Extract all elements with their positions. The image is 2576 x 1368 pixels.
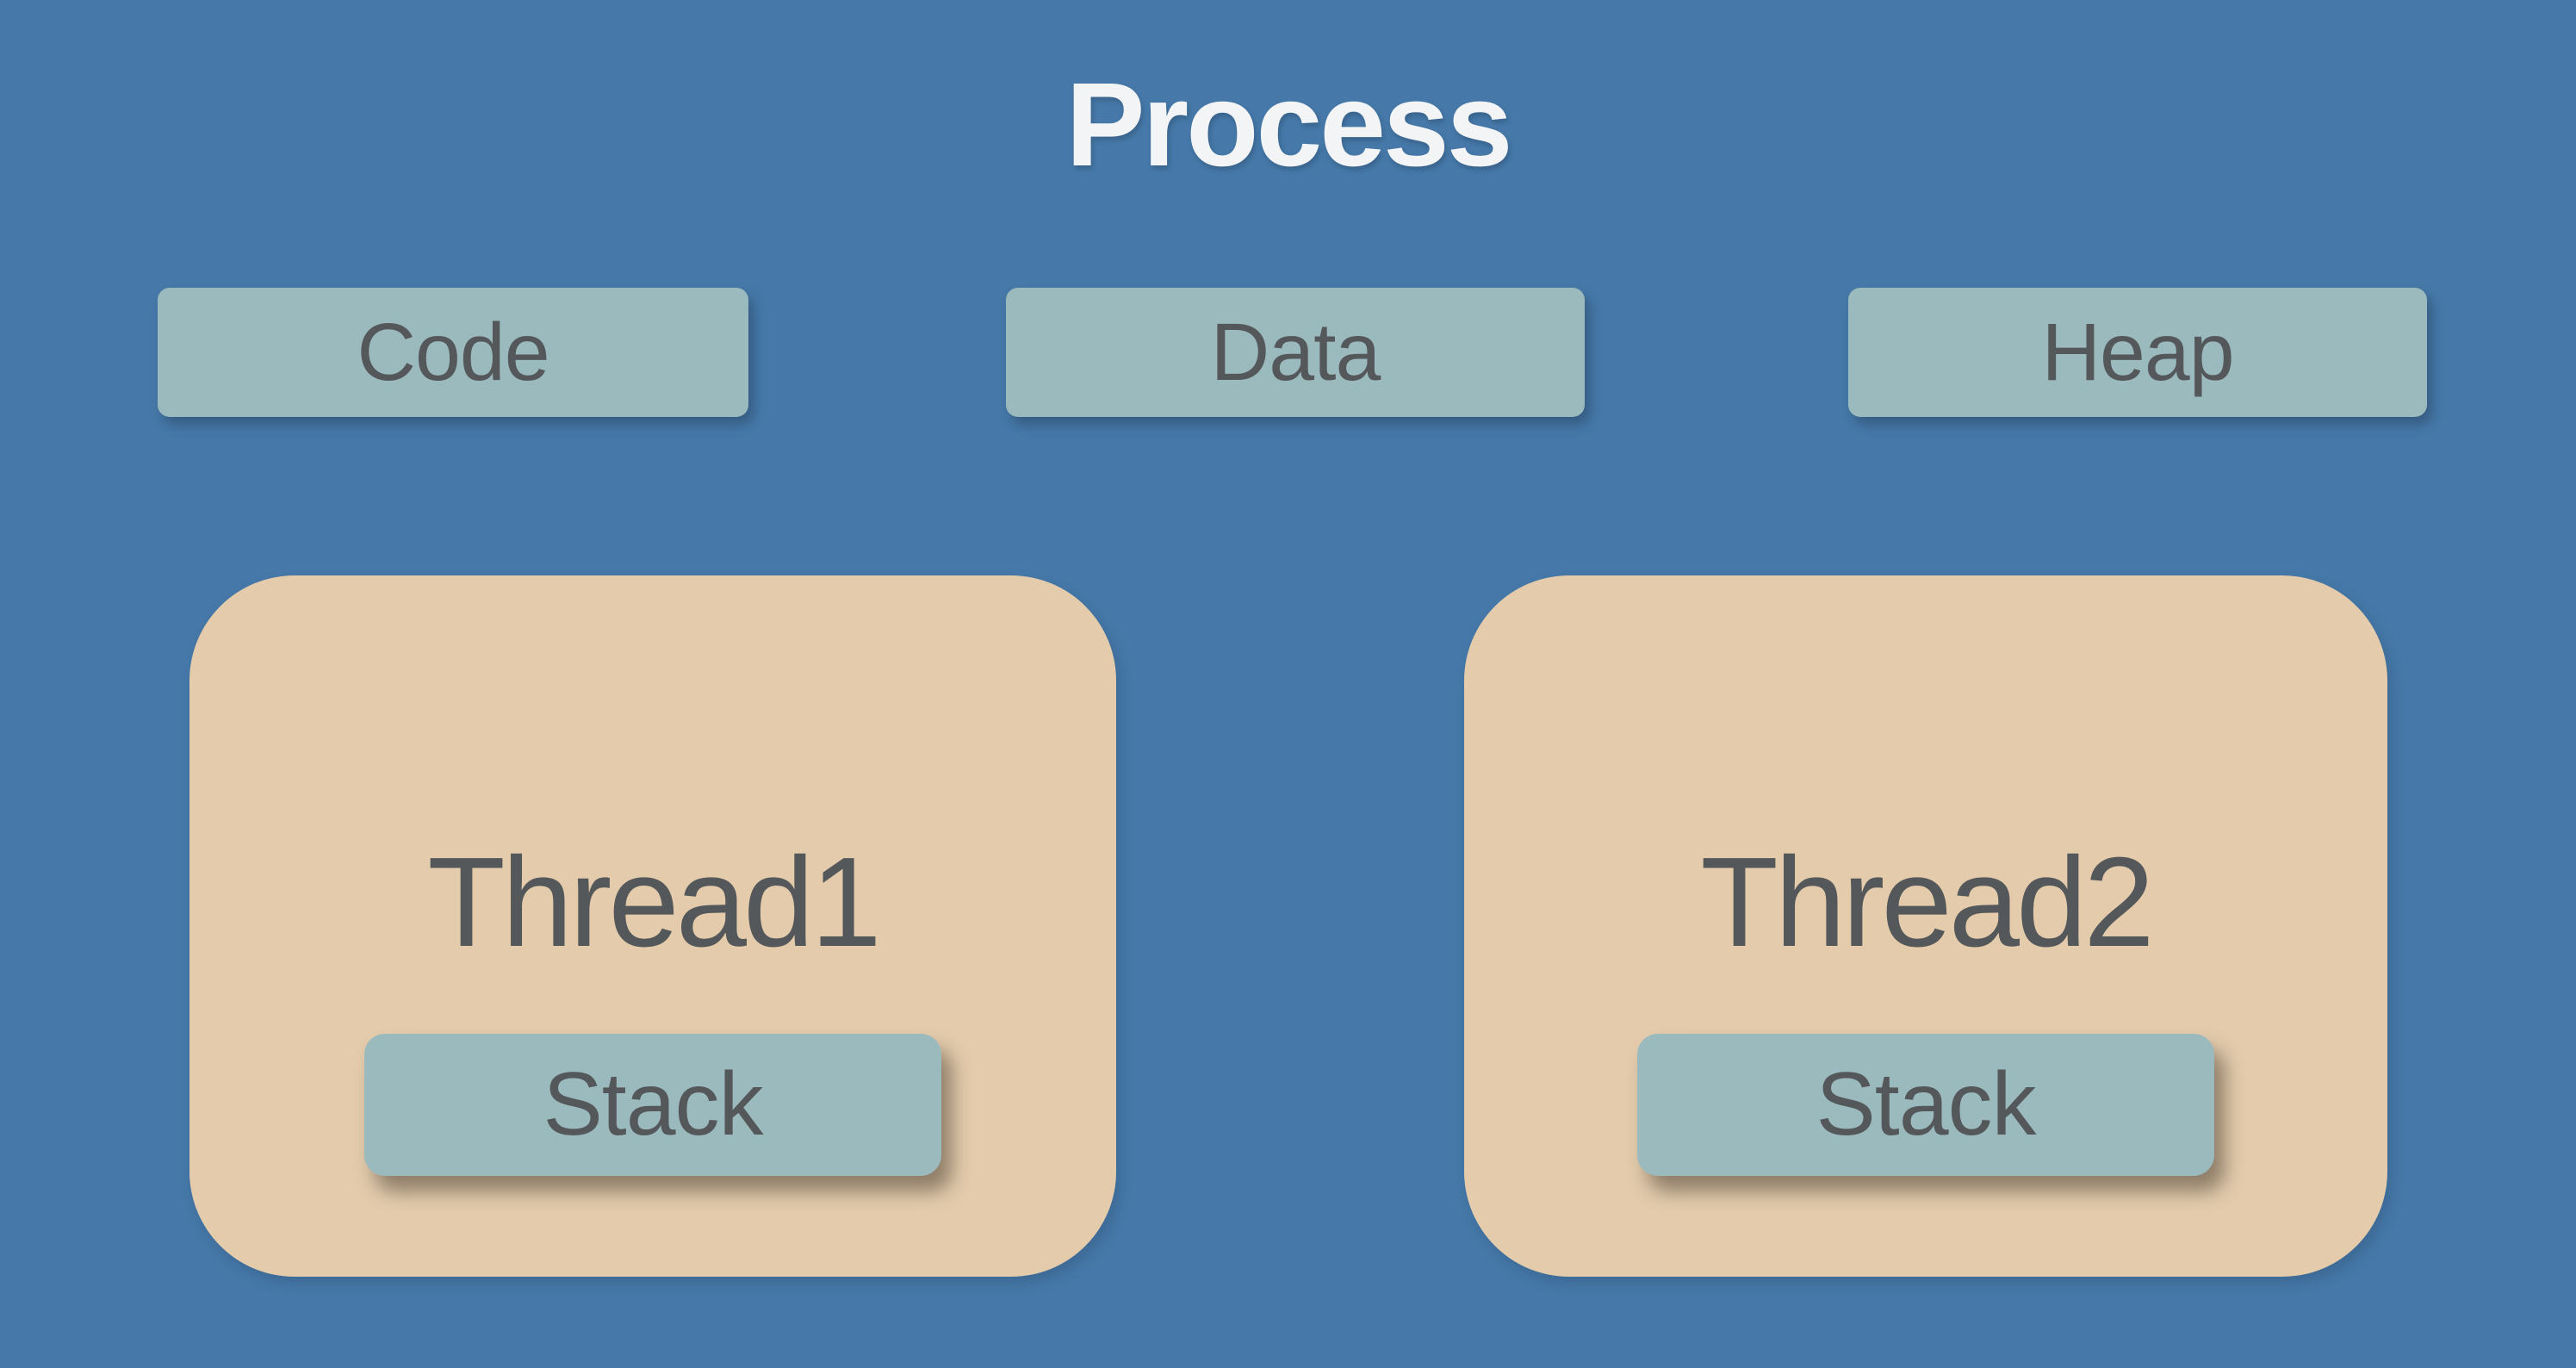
thread1-label: Thread1 bbox=[427, 831, 881, 973]
heap-section-box: Heap bbox=[1848, 288, 2427, 417]
code-section-label: Code bbox=[357, 306, 549, 398]
thread1-panel: Thread1 Stack bbox=[189, 575, 1116, 1277]
thread2-panel: Thread2 Stack bbox=[1464, 575, 2387, 1277]
thread2-label: Thread2 bbox=[1700, 831, 2154, 973]
data-section-label: Data bbox=[1210, 306, 1381, 398]
heap-section-label: Heap bbox=[2041, 306, 2234, 398]
code-section-box: Code bbox=[158, 288, 748, 417]
thread1-stack-box: Stack bbox=[364, 1034, 941, 1176]
thread1-stack-label: Stack bbox=[543, 1054, 763, 1154]
thread2-stack-box: Stack bbox=[1637, 1034, 2214, 1176]
data-section-box: Data bbox=[1006, 288, 1585, 417]
process-title: Process bbox=[1065, 59, 1512, 191]
thread2-stack-label: Stack bbox=[1816, 1054, 2036, 1154]
